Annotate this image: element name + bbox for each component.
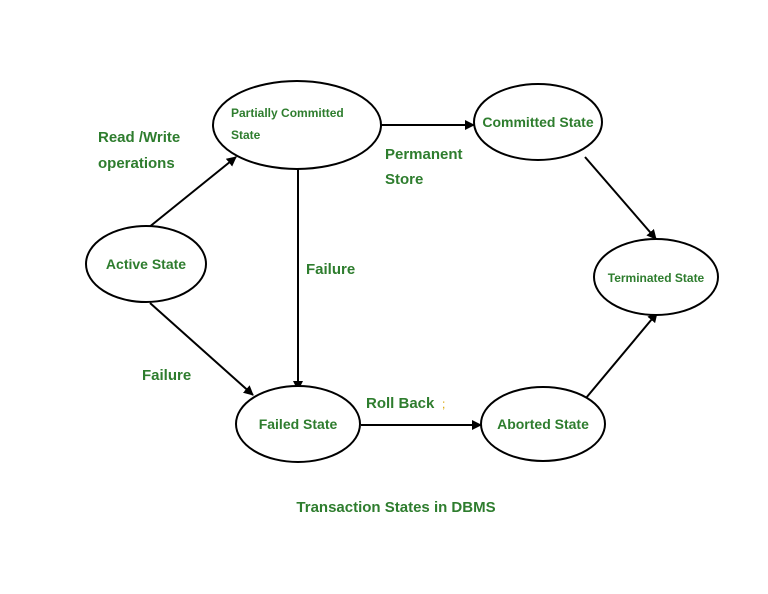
node-failed-state: Failed State — [235, 385, 361, 463]
node-committed-state: Committed State — [473, 83, 603, 161]
node-label-partially-committed-line2: State — [231, 128, 261, 142]
node-partially-committed-state: Partially Committed State — [212, 80, 382, 170]
edge-label-failure-partial: Failure — [306, 261, 355, 278]
arrow-active-to-partially-committed — [147, 156, 237, 229]
node-terminated-state: Terminated State — [593, 238, 719, 316]
stray-mark: ; — [442, 397, 445, 411]
edge-label-failure-active: Failure — [142, 367, 191, 384]
node-label-active: Active State — [106, 256, 186, 272]
edge-label-permanent-store-line2: Store — [385, 171, 423, 188]
node-active-state: Active State — [85, 225, 207, 303]
node-label-partially-committed-line1: Partially Committed — [231, 106, 344, 120]
node-label-aborted: Aborted State — [497, 416, 589, 432]
node-label-terminated: Terminated State — [608, 271, 705, 285]
edge-label-read-write-line1: Read /Write — [98, 129, 180, 146]
arrow-committed-to-terminated — [584, 156, 657, 240]
diagram-caption: Transaction States in DBMS — [296, 499, 495, 516]
arrow-aborted-to-terminated — [585, 312, 658, 399]
node-label-committed: Committed State — [482, 114, 593, 130]
node-label-failed: Failed State — [259, 416, 338, 432]
edge-label-roll-back: Roll Back — [366, 395, 435, 412]
edge-label-permanent-store-line1: Permanent — [385, 146, 463, 163]
node-aborted-state: Aborted State — [480, 386, 606, 462]
edge-label-read-write-line2: operations — [98, 155, 175, 172]
arrow-active-to-failed — [149, 302, 254, 396]
